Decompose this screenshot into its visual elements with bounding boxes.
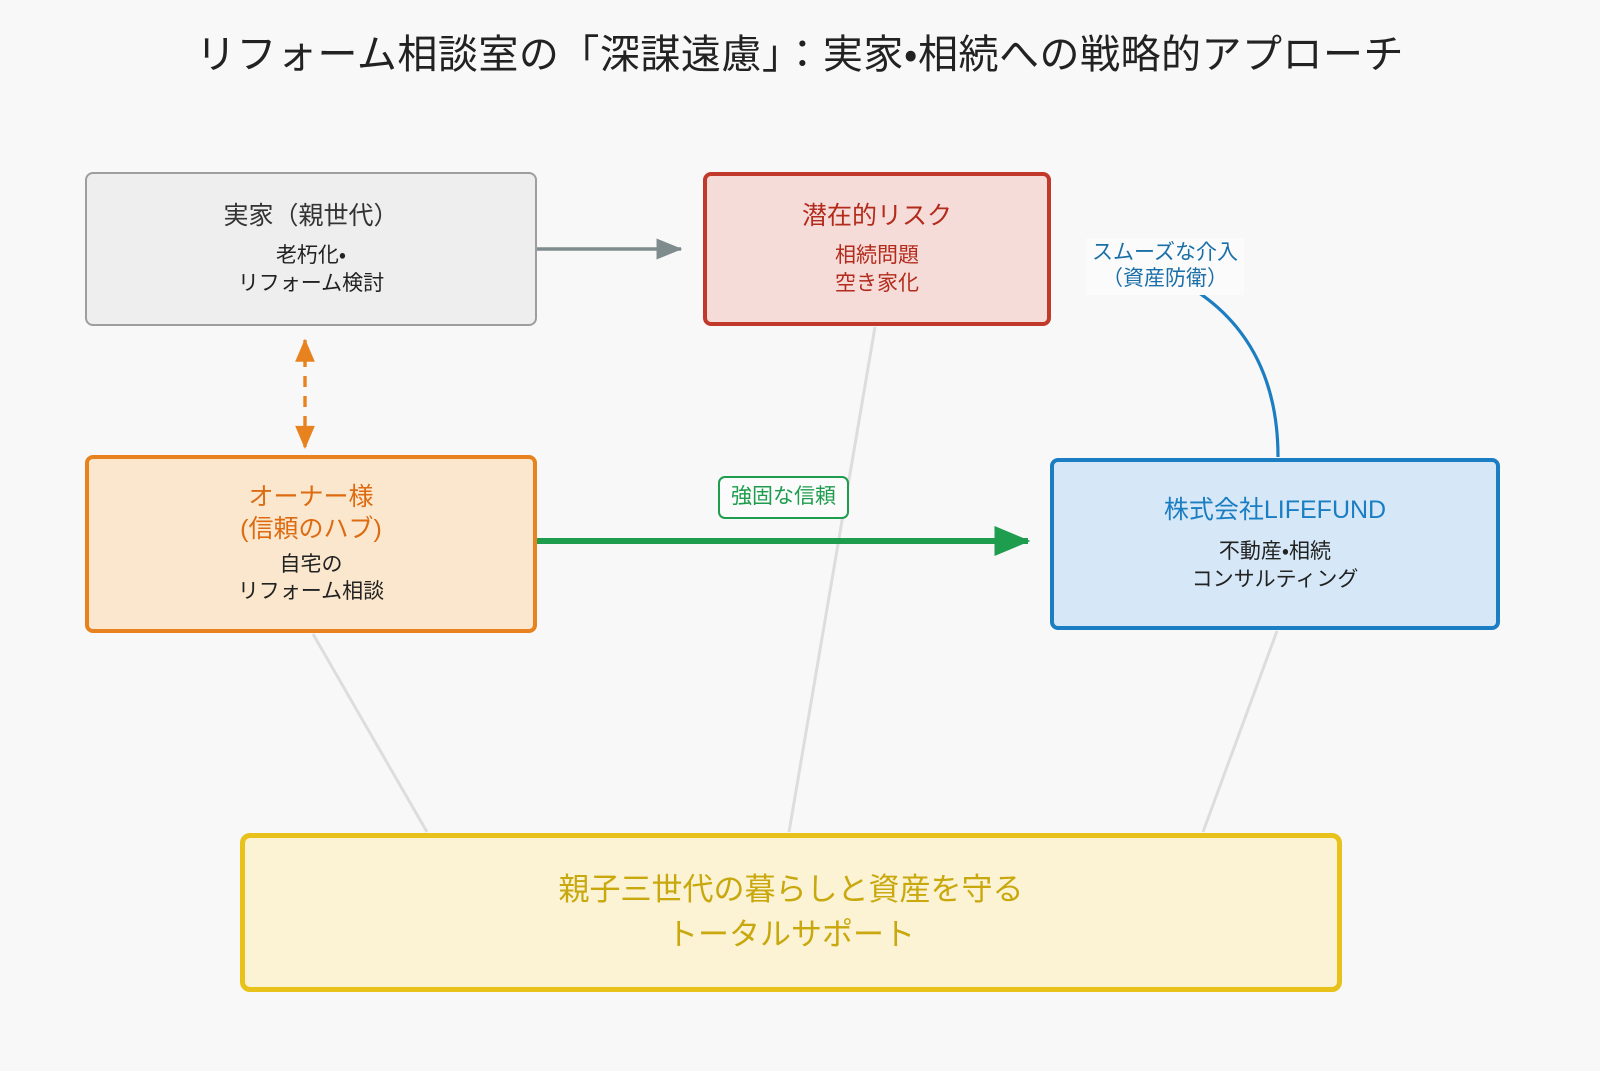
node-potential-risk-subtitle: 相続問題 空き家化 <box>835 244 919 295</box>
node-potential-risk-title: 潜在的リスク <box>801 202 952 231</box>
node-total-support-title: 親子三世代の暮らしと資産を守る トータルサポート <box>558 871 1024 952</box>
node-owner-hub-subtitle: 自宅の リフォーム相談 <box>237 552 385 604</box>
edge-lifefund-to-support <box>1201 630 1279 833</box>
node-owner-hub[interactable]: オーナー様 (信頼のハブ) 自宅の リフォーム相談 <box>85 455 537 633</box>
node-lifefund-subtitle: 不動産・相続 コンサルティング <box>1191 540 1359 591</box>
node-potential-risk[interactable]: 潜在的リスク 相続問題 空き家化 <box>703 172 1051 326</box>
edge-risk-to-support <box>787 326 877 833</box>
edge-owner-to-support <box>311 633 429 833</box>
node-parent-home-title: 実家（親世代） <box>223 202 399 231</box>
edge-label-smooth-intervention: スムーズな介入 （資産防衛） <box>1086 238 1244 295</box>
edge-label-strong-trust: 強固な信頼 <box>718 476 849 520</box>
node-parent-home-subtitle: 老朽化・ リフォーム検討 <box>237 244 385 295</box>
page-title: リフォーム相談室の「深謀遠慮」：実家・相続への戦略的アプローチ <box>196 33 1404 77</box>
node-owner-hub-title: オーナー様 (信頼のハブ) <box>240 483 382 543</box>
node-total-support[interactable]: 親子三世代の暮らしと資産を守る トータルサポート <box>240 833 1342 992</box>
node-lifefund[interactable]: 株式会社LIFEFUND 不動産・相続 コンサルティング <box>1050 458 1500 630</box>
node-lifefund-title: 株式会社LIFEFUND <box>1163 496 1387 525</box>
node-parent-home[interactable]: 実家（親世代） 老朽化・ リフォーム検討 <box>85 172 537 326</box>
